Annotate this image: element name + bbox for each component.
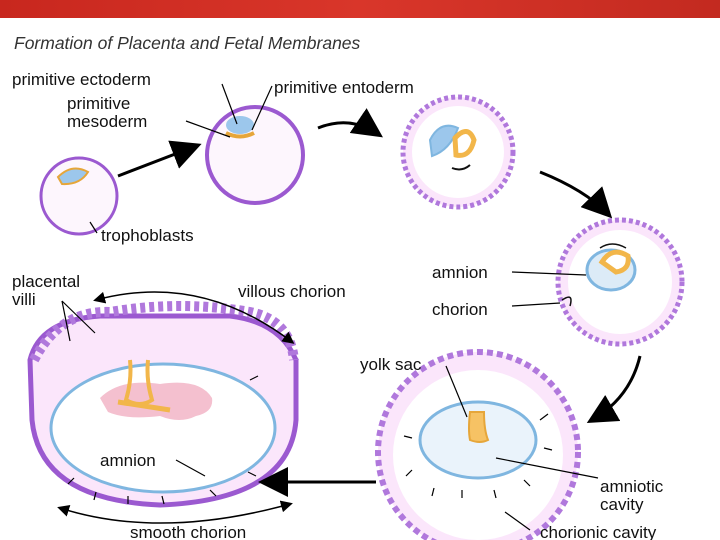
label-primitive-mesoderm-line1: primitive: [67, 94, 130, 113]
label-primitive-entoderm: primitive entoderm: [274, 78, 414, 97]
label-trophoblasts: trophoblasts: [101, 226, 194, 245]
stage-4-embryo: [555, 217, 685, 347]
diagram-title: Formation of Placenta and Fetal Membrane…: [14, 33, 361, 53]
stage-1-blastocyst: [39, 156, 119, 236]
header-bar: [0, 0, 720, 18]
bracket-arcs: [57, 291, 295, 524]
label-villous-chorion: villous chorion: [238, 282, 346, 301]
label-primitive-mesoderm-line2: mesoderm: [67, 112, 147, 131]
stage-6-placenta: [27, 301, 299, 508]
stage-2-embryo: [205, 105, 305, 205]
stage-5-embryo: [375, 349, 581, 540]
label-primitive-ectoderm: primitive ectoderm: [12, 70, 151, 89]
label-chorionic-cavity: chorionic cavity: [540, 523, 657, 540]
label-smooth-chorion: smooth chorion: [130, 523, 246, 540]
leader-lines: [61, 83, 599, 531]
stage-3-embryo: [400, 94, 516, 210]
label-amnion-stage: amnion: [432, 263, 488, 282]
label-amniotic-cavity-line2: cavity: [600, 495, 644, 514]
label-amniotic-cavity-line1: amniotic: [600, 477, 664, 496]
label-placental-villi-line1: placental: [12, 272, 80, 291]
label-chorion-stage: chorion: [432, 300, 488, 319]
progression-arrows: [117, 108, 642, 497]
label-yolk-sac: yolk sac: [360, 355, 422, 374]
label-amnion-final: amnion: [100, 451, 156, 470]
label-placental-villi-line2: villi: [12, 290, 36, 309]
